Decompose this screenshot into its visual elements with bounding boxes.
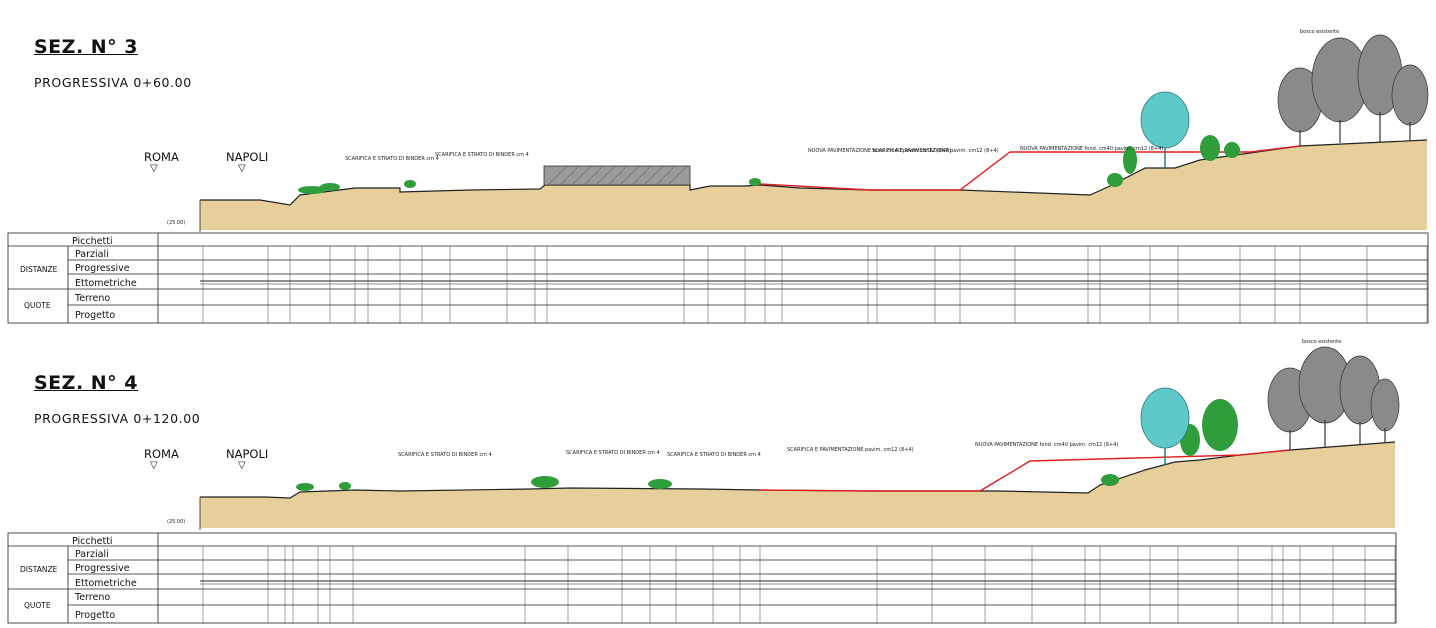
section-3-table [7, 232, 1429, 324]
section-4-row-picchetti: Picchetti [72, 536, 113, 547]
section-3-row-parziali: Parziali [75, 249, 109, 260]
section-3-dir-roma: ROMA [144, 150, 179, 164]
section-4-row-progressive: Progressive [75, 563, 130, 574]
section-3-row-picchetti: Picchetti [72, 236, 113, 247]
section-3-dir-napoli: NAPOLI [226, 150, 269, 164]
section-4-title: SEZ. N° 4 [34, 372, 139, 394]
section-4-roma-marker-icon: ▽ [150, 460, 158, 471]
section-4-table-frame [7, 532, 1397, 624]
section-4-progressive: PROGRESSIVA 0+120.00 [34, 411, 201, 426]
section-3-building-block [543, 165, 691, 186]
section-3-row-terreno: Terreno [74, 293, 110, 304]
section-4-note-3: SCARIFICA E STRATO DI BINDER cm 4 [667, 452, 761, 458]
section-4-row-ettometriche: Ettometriche [75, 578, 137, 589]
section-4-cyan-tree [1140, 387, 1190, 465]
section-3-table-frame [7, 232, 1429, 324]
section-4-design-line [759, 449, 1291, 492]
section-4-group-quote: QUOTE [24, 601, 51, 610]
section-4-forest [1267, 346, 1400, 433]
section-4-tree-trunks [1289, 420, 1386, 450]
section-3-tree-trunks [1299, 112, 1411, 146]
section-3-note-5: NUOVA PAVIMENTAZIONE fond. cm40 pavim. c… [1020, 146, 1163, 152]
section-3-earth-fill [200, 140, 1427, 230]
section-3-title: SEZ. N° 3 [34, 36, 139, 58]
section-4-station-ticks [202, 546, 1396, 623]
section-4-datum: (25.00) [167, 519, 185, 525]
section-3-profile [199, 34, 1429, 232]
section-3-row-progressive: Progressive [75, 263, 130, 274]
section-3-note-2: SCARIFICA E STRATO DI BINDER cm 4 [435, 152, 529, 158]
section-4-dir-roma: ROMA [144, 447, 179, 461]
section-3-shrubs [298, 135, 1240, 194]
section-4-earth-fill [200, 442, 1395, 528]
section-3-design-line [759, 145, 1301, 191]
section-3-row-ettometriche: Ettometriche [75, 278, 137, 289]
section-3-row-progetto: Progetto [75, 310, 115, 321]
section-3-group-distanze: DISTANZE [20, 265, 58, 274]
section-3-note-1: SCARIFICA E STRATO DI BINDER cm 4 [345, 156, 439, 162]
section-3-station-ticks [202, 246, 1428, 323]
section-3-roma-marker-icon: ▽ [150, 163, 158, 174]
section-3-note-3: NUOVA PAVIMENTAZIONE fond. cm40 pavim. c… [808, 148, 951, 154]
section-3-napoli-marker-icon: ▽ [238, 163, 246, 174]
section-4-note-4: SCARIFICA E PAVIMENTAZIONE pavim. cm12 (… [787, 447, 914, 453]
section-4-table [7, 532, 1397, 624]
section-4-dir-napoli: NAPOLI [226, 447, 269, 461]
section-4-shrubs [296, 399, 1238, 491]
section-4-group-distanze: DISTANZE [20, 565, 58, 574]
section-3-forest [1277, 34, 1429, 133]
section-3-group-quote: QUOTE [24, 301, 51, 310]
section-4-tree-label: bosco esistente [1302, 339, 1341, 345]
section-3-tree-label: bosco esistente [1300, 29, 1339, 35]
section-4-profile [199, 346, 1400, 530]
section-3-terrain-line [200, 139, 1428, 206]
section-3-building-hatch [547, 165, 688, 186]
section-4-row-terreno: Terreno [74, 592, 110, 603]
section-3-note-4: SCARIFICA E PAVIMENTAZIONE pavim. cm12 (… [872, 148, 999, 154]
section-4-note-5: NUOVA PAVIMENTAZIONE fond. cm40 pavim. c… [975, 442, 1118, 448]
section-4-napoli-marker-icon: ▽ [238, 460, 246, 471]
section-3-cyan-tree [1140, 91, 1190, 168]
section-4-row-progetto: Progetto [75, 610, 115, 621]
section-3-progressive: PROGRESSIVA 0+60.00 [34, 75, 192, 90]
section-4-row-parziali: Parziali [75, 549, 109, 560]
section-4-note-1: SCARIFICA E STRATO DI BINDER cm 4 [398, 452, 492, 458]
section-4-note-2: SCARIFICA E STRATO DI BINDER cm 4 [566, 450, 660, 456]
section-3-datum: (25.00) [167, 220, 185, 226]
